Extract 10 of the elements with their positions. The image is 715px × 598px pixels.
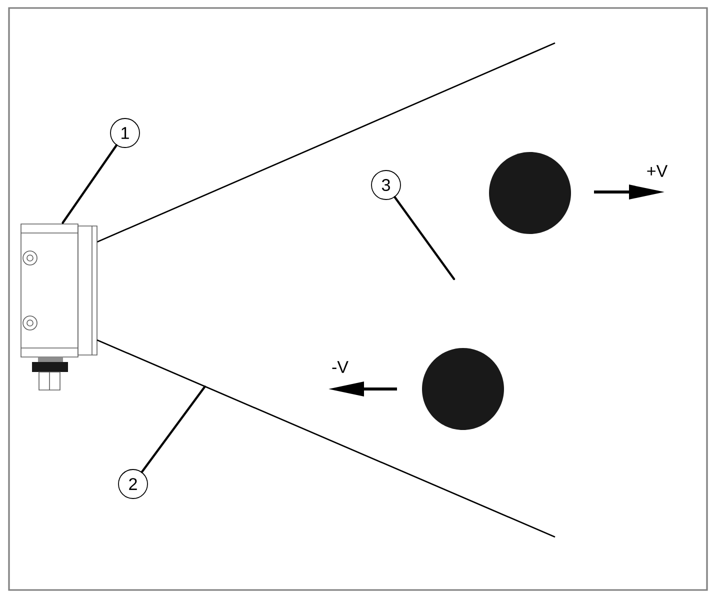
callout-number: 1: [110, 118, 140, 148]
sensor-drawing: [20, 224, 98, 390]
leader-line: [394, 196, 456, 280]
beam-line: [96, 339, 556, 538]
leader-line: [62, 144, 118, 224]
callout-number: 3: [371, 170, 401, 200]
velocity-label: -V: [332, 361, 348, 373]
velocity-label: +V: [647, 165, 668, 177]
leader-line: [140, 386, 206, 474]
target-disc: [489, 152, 571, 234]
